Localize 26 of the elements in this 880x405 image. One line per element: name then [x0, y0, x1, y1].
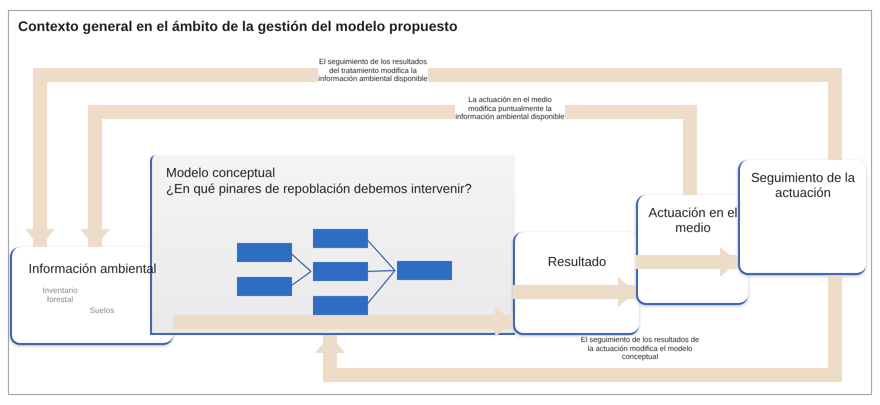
model-box	[237, 243, 292, 262]
connector-line	[290, 252, 312, 272]
flow-arrow	[80, 105, 697, 247]
panel-heading: Modelo conceptual	[166, 165, 276, 180]
model-box	[313, 296, 368, 315]
flow-arrow	[636, 247, 738, 277]
model-box	[313, 229, 368, 248]
node-label: Seguimiento de la actuación	[750, 169, 856, 200]
node-label: Resultado	[546, 253, 608, 269]
model-box	[237, 277, 292, 296]
process-card	[738, 160, 866, 275]
flow-arrow	[315, 275, 842, 382]
diagram-title: Contexto general en el ámbito de la gestión del modelo propuesto	[18, 18, 458, 34]
word-cloud-term: Suelos	[88, 307, 116, 316]
connector-line	[366, 238, 396, 271]
flow-arrow	[513, 277, 636, 307]
connector-line	[366, 270, 396, 306]
model-box	[397, 261, 452, 280]
word-cloud-term: Inventario forestal	[41, 287, 79, 305]
panel-question: ¿En qué pinares de repoblación debemos intervenir?	[166, 181, 472, 196]
flow-arrow	[173, 307, 513, 337]
model-box	[313, 262, 368, 281]
flow-arrow	[25, 68, 842, 247]
node-label: Actuación en el medio	[648, 204, 738, 235]
connector-line	[366, 270, 396, 272]
connector-line	[290, 271, 312, 287]
